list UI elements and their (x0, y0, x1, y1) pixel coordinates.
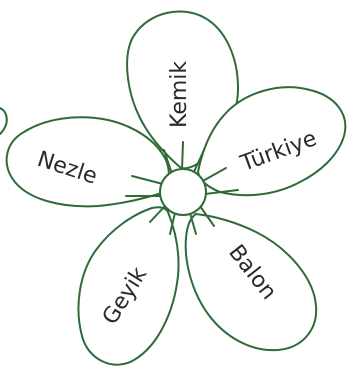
petal-word-kemik: Kemik (167, 61, 192, 128)
left-edge-arc (0, 108, 7, 134)
flower-center (160, 169, 206, 215)
ray (182, 142, 183, 170)
